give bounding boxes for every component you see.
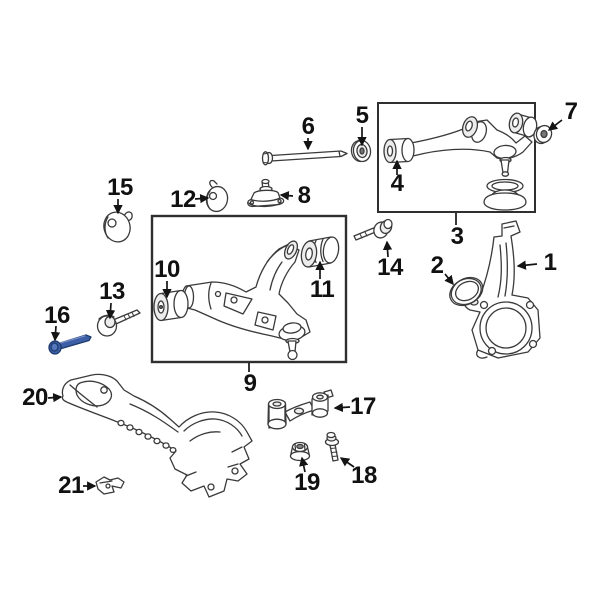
part-upper-arm-bushing bbox=[383, 137, 415, 164]
callout-number-6[interactable]: 6 bbox=[301, 113, 315, 140]
callout-number-16[interactable]: 16 bbox=[44, 302, 70, 329]
callout-number-20[interactable]: 20 bbox=[22, 384, 48, 411]
leader-1 bbox=[516, 260, 538, 270]
leader-14 bbox=[382, 240, 393, 258]
callout-number-21[interactable]: 21 bbox=[58, 472, 84, 499]
callout-number-19[interactable]: 19 bbox=[294, 469, 320, 496]
lower-control-arm-group-box bbox=[150, 214, 348, 364]
callout-number-17[interactable]: 17 bbox=[350, 393, 376, 420]
callout-number-2[interactable]: 2 bbox=[430, 252, 444, 279]
callout-number-10[interactable]: 10 bbox=[154, 256, 180, 283]
callout-number-12[interactable]: 12 bbox=[170, 186, 196, 213]
callout-number-3[interactable]: 3 bbox=[450, 223, 464, 250]
leader-19 bbox=[299, 456, 309, 473]
part-washer-7 bbox=[533, 124, 553, 145]
part-hub-seal bbox=[449, 276, 484, 307]
part-bracket-21 bbox=[95, 476, 125, 495]
part-lower-control-arm bbox=[181, 240, 311, 361]
part-damper-bracket-17 bbox=[267, 389, 334, 430]
part-bolt-18 bbox=[324, 431, 340, 462]
part-lower-arm-bushing-rear bbox=[300, 236, 340, 268]
leader-13 bbox=[105, 302, 116, 320]
leader-12 bbox=[194, 193, 210, 204]
callout-number-8[interactable]: 8 bbox=[297, 182, 311, 209]
callout-number-15[interactable]: 15 bbox=[107, 174, 133, 201]
callout-number-5[interactable]: 5 bbox=[355, 102, 369, 129]
part-grommet-12 bbox=[205, 179, 229, 213]
part-upper-control-arm bbox=[410, 112, 538, 211]
callout-number-14[interactable]: 14 bbox=[377, 254, 403, 281]
part-cam-bolt-13 bbox=[96, 309, 141, 337]
leader-17 bbox=[333, 402, 351, 413]
leader-20 bbox=[47, 392, 63, 403]
part-bolt-6 bbox=[261, 150, 348, 166]
part-steering-knuckle bbox=[463, 220, 541, 359]
part-crossmember-20 bbox=[61, 373, 253, 498]
part-lower-arm-bushing-front bbox=[153, 289, 189, 322]
leader-18 bbox=[339, 457, 355, 468]
callout-number-4[interactable]: 4 bbox=[390, 170, 404, 197]
part-nut-19 bbox=[289, 441, 311, 462]
callout-number-13[interactable]: 13 bbox=[99, 278, 125, 305]
leader-8 bbox=[279, 191, 294, 201]
callout-number-11[interactable]: 11 bbox=[309, 276, 335, 303]
callout-number-1[interactable]: 1 bbox=[543, 249, 557, 276]
part-bolt-14 bbox=[353, 218, 393, 241]
leader-lines bbox=[47, 119, 563, 491]
callout-number-18[interactable]: 18 bbox=[351, 462, 377, 489]
leader-16 bbox=[50, 325, 61, 342]
part-washer-5 bbox=[350, 139, 372, 163]
callout-number-9[interactable]: 9 bbox=[243, 370, 257, 397]
leader-2 bbox=[444, 273, 454, 286]
part-bolt-16-highlighted[interactable] bbox=[48, 334, 92, 355]
leader-7 bbox=[547, 119, 563, 131]
upper-control-arm-group-box bbox=[377, 102, 536, 213]
callout-number-7[interactable]: 7 bbox=[564, 98, 578, 125]
part-grommet-15 bbox=[103, 211, 133, 243]
part-ball-joint-8 bbox=[247, 178, 285, 208]
